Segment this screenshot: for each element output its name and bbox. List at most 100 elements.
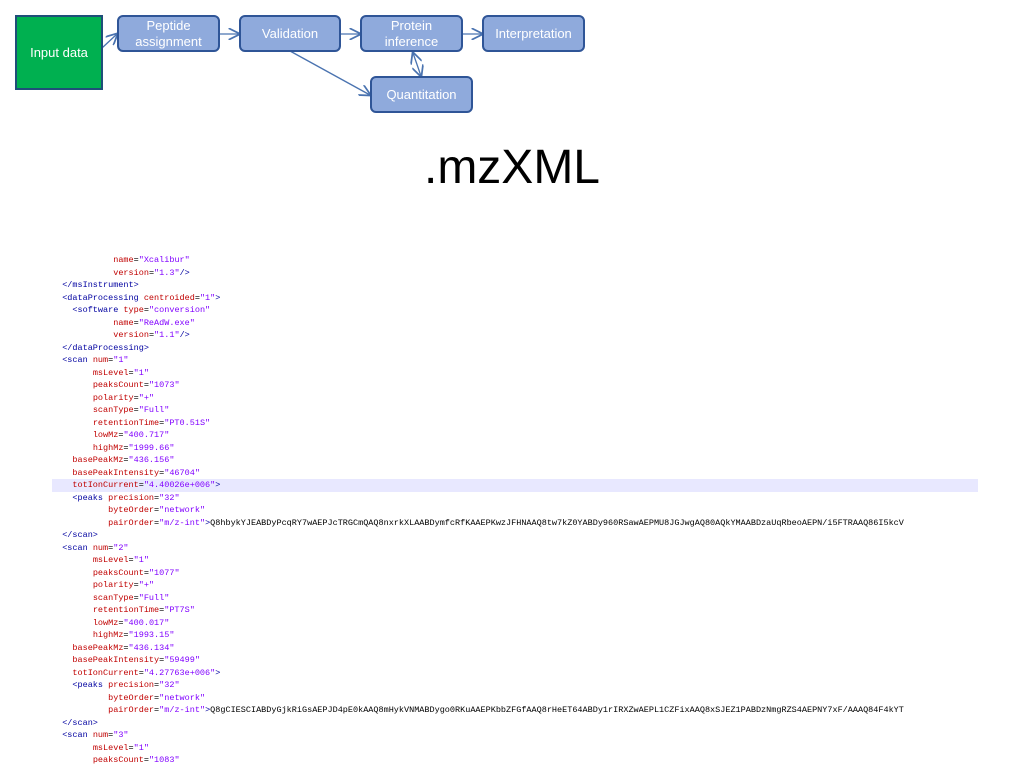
code-line: name="ReAdW.exe"	[52, 317, 978, 330]
code-token: peaksCount	[92, 380, 144, 390]
code-token: "1993.15"	[128, 630, 175, 640]
code-token: "ReAdW.exe"	[138, 317, 195, 328]
code-line: </dataProcessing>	[52, 342, 978, 355]
code-token: <peaks	[72, 492, 109, 503]
code-line: basePeakIntensity="59499"	[52, 654, 978, 667]
code-token: byteOrder	[108, 692, 155, 703]
code-indent	[52, 418, 93, 428]
code-token: =	[128, 555, 134, 565]
code-token: </msInstrument>	[62, 280, 139, 290]
code-line: totIonCurrent="4.27763e+006">	[52, 667, 978, 680]
code-indent	[52, 543, 62, 553]
code-token: type	[123, 305, 144, 315]
code-token: "1.1"	[154, 330, 180, 340]
code-token: Q8gCIESCIABDyGjkRiGsAEPJD4pE0kAAQ8mHykVN…	[210, 705, 904, 715]
code-token: num	[92, 730, 109, 740]
code-token: <scan	[62, 730, 93, 740]
code-line: highMz="1999.66"	[52, 442, 978, 455]
code-token: basePeakIntensity	[72, 655, 160, 665]
code-token: "m/z-int"	[159, 705, 206, 715]
code-indent	[52, 330, 113, 340]
code-indent	[52, 668, 72, 678]
code-line: byteOrder="network"	[52, 692, 978, 705]
code-indent	[52, 743, 93, 753]
code-token: </dataProcessing>	[62, 342, 149, 353]
code-token: highMz	[92, 442, 124, 453]
code-token: "network"	[159, 692, 206, 703]
code-token: "32"	[159, 680, 180, 690]
arrow-input-to-peptide	[101, 34, 117, 49]
code-token: centroided	[143, 292, 195, 303]
code-indent	[52, 630, 93, 640]
code-indent	[52, 343, 62, 353]
code-token: scanType	[92, 405, 134, 415]
code-indent	[52, 693, 108, 703]
code-token: "436.156"	[128, 455, 175, 465]
code-token: =	[148, 267, 155, 278]
code-line: pairOrder="m/z-int">Q8gCIESCIABDyGjkRiGs…	[52, 704, 978, 717]
code-token: </scan>	[62, 530, 98, 540]
code-token: lowMz	[92, 617, 119, 628]
code-token: msLevel	[92, 367, 129, 378]
code-indent	[52, 443, 93, 453]
code-token: =	[154, 692, 160, 703]
arrow-protein-quantitation	[413, 53, 421, 76]
code-indent	[52, 505, 108, 515]
code-line: <dataProcessing centroided="1">	[52, 292, 978, 305]
code-token: pairOrder	[108, 705, 155, 715]
code-token: "1999.66"	[128, 442, 175, 453]
code-line: peaksCount="1083"	[52, 754, 978, 767]
code-token: polarity	[92, 580, 134, 590]
code-line: <scan num="3"	[52, 729, 978, 742]
code-token: "1"	[113, 355, 129, 365]
code-token: "+"	[138, 392, 155, 403]
code-line: scanType="Full"	[52, 404, 978, 417]
code-token: =	[128, 367, 134, 378]
code-token: =	[133, 405, 139, 415]
code-line: version="1.3"/>	[52, 267, 978, 280]
code-token: name	[113, 317, 134, 328]
code-indent	[52, 468, 72, 478]
code-token: =	[128, 742, 134, 753]
code-token: byteOrder	[108, 505, 155, 515]
code-token: "1"	[133, 742, 149, 753]
code-line: version="1.1"/>	[52, 329, 978, 342]
code-line: </scan>	[52, 529, 978, 542]
code-line: lowMz="400.717"	[52, 429, 978, 442]
code-token: "network"	[159, 505, 206, 515]
quantitation-label: Quantitation	[386, 86, 457, 102]
code-token: "4.27763e+006"	[143, 667, 216, 678]
code-token: =	[123, 455, 129, 465]
code-token: =	[108, 355, 114, 365]
code-indent	[52, 718, 62, 728]
code-token: =	[133, 580, 139, 590]
code-token: pairOrder	[108, 517, 155, 528]
code-line: polarity="+"	[52, 392, 978, 405]
code-token: "436.134"	[128, 642, 175, 653]
code-token: =	[154, 680, 160, 690]
code-token: msLevel	[92, 742, 129, 753]
code-line: retentionTime="PT7S"	[52, 604, 978, 617]
code-token: =	[123, 442, 129, 453]
code-token: >	[205, 517, 211, 528]
code-token: =	[148, 330, 155, 340]
code-token: =	[194, 292, 200, 303]
code-token: "1077"	[148, 567, 180, 578]
code-indent	[52, 430, 93, 440]
code-indent	[52, 755, 93, 765]
code-line: lowMz="400.017"	[52, 617, 978, 630]
code-line: totIonCurrent="4.40026e+006">	[52, 479, 978, 492]
code-token: =	[143, 755, 149, 765]
code-indent	[52, 368, 93, 378]
code-token: "3"	[113, 730, 129, 740]
code-line: msLevel="1"	[52, 367, 978, 380]
code-token: =	[133, 392, 139, 403]
code-indent	[52, 518, 108, 528]
code-token: "59499"	[164, 655, 200, 665]
code-indent	[52, 730, 62, 740]
code-token: peaksCount	[92, 567, 144, 578]
code-indent	[52, 705, 108, 715]
code-token: =	[143, 380, 149, 390]
code-token: =	[108, 542, 114, 553]
code-token: highMz	[92, 630, 124, 640]
